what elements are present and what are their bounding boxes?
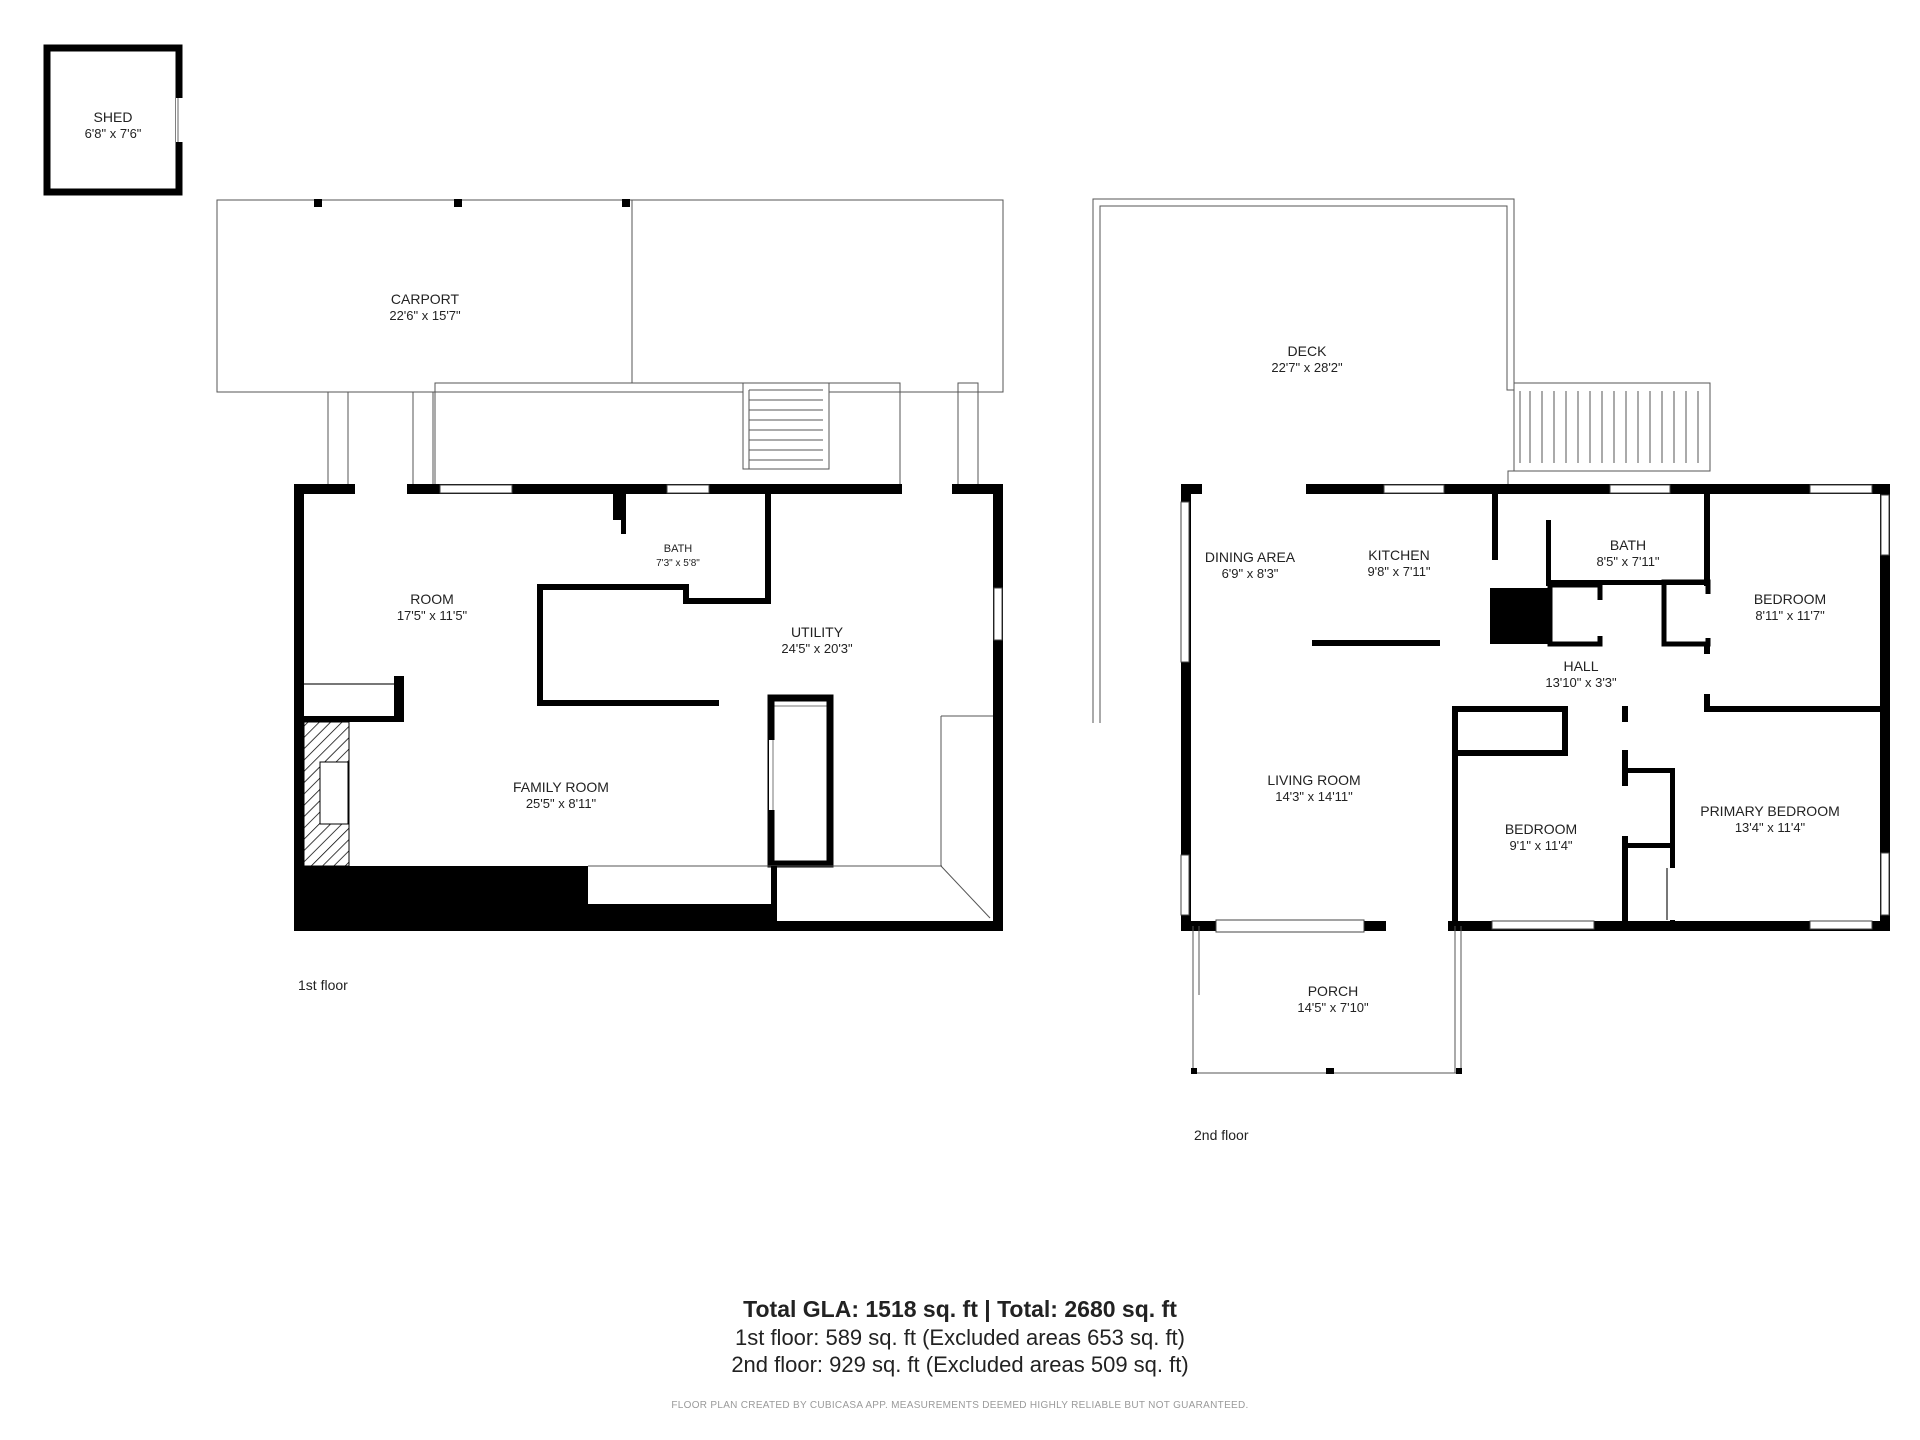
living-room-label: LIVING ROOM (1267, 772, 1360, 788)
bath2-label: BATH (1610, 537, 1646, 553)
second-floor-label: 2nd floor (1194, 1127, 1249, 1143)
kitchen-dimensions: 9'8" x 7'11" (1367, 564, 1430, 579)
hall-label: HALL (1563, 658, 1598, 674)
second-floor-area: 2nd floor: 929 sq. ft (Excluded areas 50… (731, 1352, 1189, 1377)
shed-structure (43, 44, 184, 196)
carport-dimensions: 22'6" x 15'7" (389, 308, 461, 323)
dining-area-dimensions: 6'9" x 8'3" (1222, 566, 1279, 581)
bedroom1-label: BEDROOM (1754, 591, 1826, 607)
first-floor-label: 1st floor (298, 977, 348, 993)
primary-bedroom-label: PRIMARY BEDROOM (1700, 803, 1840, 819)
porch-dimensions: 14'5" x 7'10" (1297, 1000, 1369, 1015)
disclaimer-text: FLOOR PLAN CREATED BY CUBICASA APP. MEAS… (671, 1400, 1249, 1411)
second-floor-walls (1180, 484, 1890, 933)
dining-area-label: DINING AREA (1205, 549, 1296, 565)
room-label: ROOM (410, 591, 454, 607)
bedroom1-dimensions: 8'11" x 11'7" (1755, 608, 1825, 623)
carport-label: CARPORT (391, 291, 460, 307)
living-room-dimensions: 14'3" x 14'11" (1275, 789, 1353, 804)
family-room-label: FAMILY ROOM (513, 779, 609, 795)
first-floor-stairs (742, 382, 830, 470)
area-summary: Total GLA: 1518 sq. ft | Total: 2680 sq.… (0, 1295, 1920, 1378)
room-dimensions: 17'5" x 11'5" (397, 608, 468, 623)
utility-dimensions: 24'5" x 20'3" (781, 641, 853, 656)
porch-label: PORCH (1308, 983, 1359, 999)
shed-label: SHED (94, 109, 133, 125)
second-floor-stairs (1513, 382, 1711, 472)
shed-dimensions: 6'8" x 7'6" (85, 126, 142, 141)
deck-label: DECK (1288, 343, 1328, 359)
kitchen-label: KITCHEN (1368, 547, 1429, 563)
bath1-label: BATH (664, 543, 693, 555)
bath2-dimensions: 8'5" x 7'11" (1596, 554, 1659, 569)
total-area: Total GLA: 1518 sq. ft | Total: 2680 sq.… (743, 1296, 1177, 1322)
hall-dimensions: 13'10" x 3'3" (1545, 675, 1617, 690)
bath1-dimensions: 7'3" x 5'8" (656, 558, 700, 569)
deck-dimensions: 22'7" x 28'2" (1271, 360, 1343, 375)
first-floor-walls (294, 484, 1003, 931)
bedroom2-label: BEDROOM (1505, 821, 1577, 837)
bedroom2-dimensions: 9'1" x 11'4" (1509, 838, 1572, 853)
carport-outline (216, 199, 1004, 486)
family-room-dimensions: 25'5" x 8'11" (526, 796, 597, 811)
utility-label: UTILITY (791, 624, 844, 640)
primary-bedroom-dimensions: 13'4" x 11'4" (1735, 820, 1806, 835)
first-floor-area: 1st floor: 589 sq. ft (Excluded areas 65… (734, 1325, 1185, 1350)
